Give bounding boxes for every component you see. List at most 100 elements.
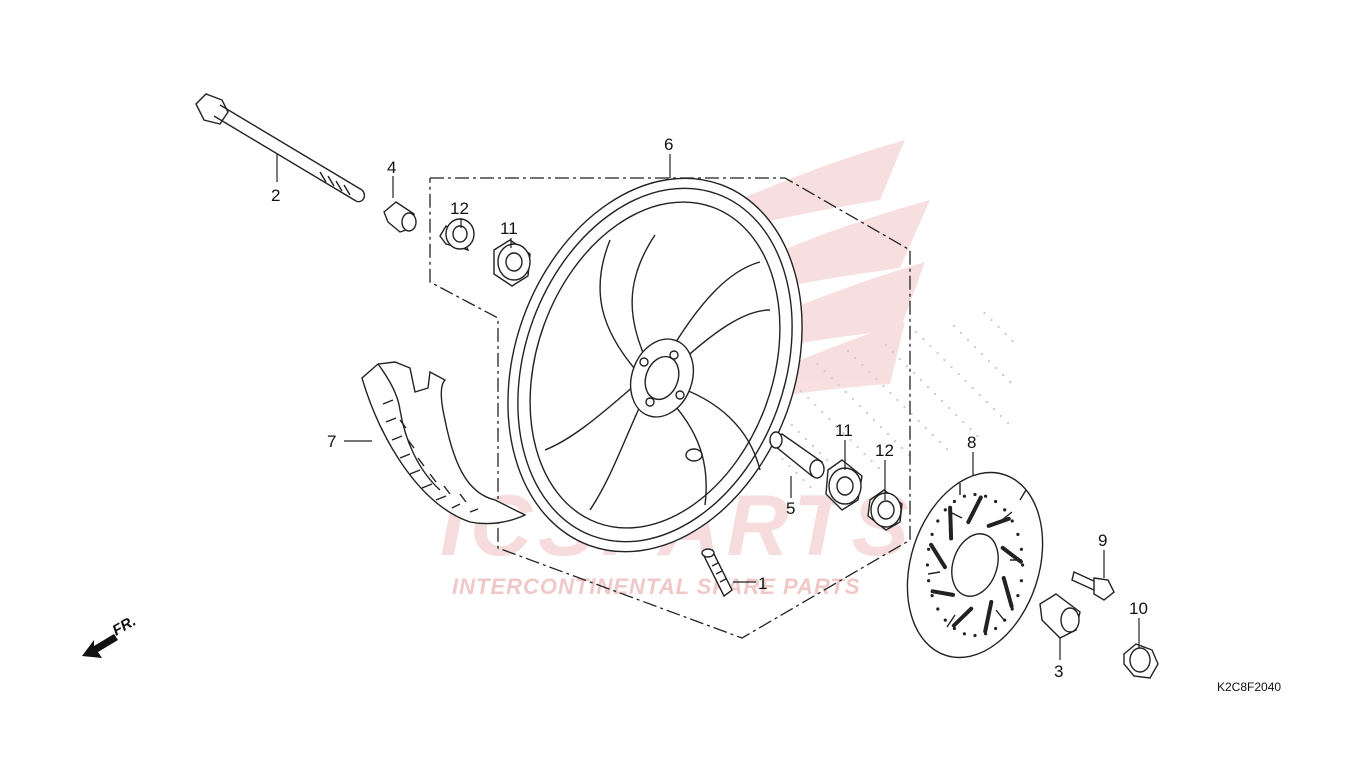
halftone-dot bbox=[821, 410, 824, 414]
halftone-dot bbox=[800, 389, 803, 393]
halftone-dot bbox=[912, 371, 916, 375]
tire bbox=[361, 361, 527, 525]
disc-slot bbox=[966, 495, 983, 525]
disc-hole bbox=[962, 494, 967, 498]
disc-slot bbox=[929, 542, 947, 570]
halftone-dot bbox=[816, 362, 819, 366]
callout-11-left: 11 bbox=[500, 219, 518, 238]
halftone-dot bbox=[964, 379, 967, 383]
halftone-dot bbox=[995, 366, 998, 370]
halftone-dot bbox=[872, 418, 876, 422]
halftone-dot bbox=[969, 427, 972, 431]
halftone-dot bbox=[978, 393, 981, 397]
callout-12-left: 12 bbox=[450, 199, 469, 218]
halftone-dot bbox=[955, 413, 958, 417]
disc-hole bbox=[1016, 532, 1020, 537]
halftone-dot bbox=[849, 438, 852, 442]
disc-hole bbox=[1019, 547, 1024, 551]
callout-6: 6 bbox=[664, 135, 673, 154]
watermark-subtitle: INTERCONTINENTAL SPARE PARTS bbox=[452, 574, 861, 599]
disc-bolt bbox=[1071, 571, 1115, 601]
disc-hole bbox=[936, 519, 940, 523]
halftone-dot bbox=[781, 457, 784, 461]
halftone-dot bbox=[905, 364, 909, 368]
halftone-dot bbox=[919, 378, 923, 382]
callout-2: 2 bbox=[271, 186, 280, 205]
halftone-dot bbox=[938, 440, 941, 444]
callout-5: 5 bbox=[786, 499, 795, 518]
halftone-dot bbox=[943, 358, 946, 362]
halftone-dot bbox=[934, 392, 937, 396]
callout-11-right: 11 bbox=[835, 421, 853, 440]
disc-hole bbox=[1003, 508, 1007, 512]
halftone-dot bbox=[851, 397, 855, 401]
halftone-dot bbox=[959, 331, 963, 335]
halftone-dot bbox=[999, 414, 1003, 418]
disc-slot bbox=[983, 600, 994, 634]
disc-hole bbox=[994, 499, 998, 504]
disc-hole bbox=[994, 626, 998, 631]
halftone-dot bbox=[842, 431, 845, 435]
disc-hole bbox=[984, 494, 988, 498]
halftone-dot bbox=[924, 426, 927, 430]
halftone-dot bbox=[903, 405, 906, 409]
front-direction-indicator: FR. bbox=[82, 613, 139, 658]
disc-hole bbox=[930, 532, 934, 537]
halftone-dot bbox=[990, 318, 993, 322]
halftone-dot bbox=[823, 369, 826, 373]
callout-8: 8 bbox=[967, 433, 976, 452]
halftone-dot bbox=[966, 338, 970, 342]
halftone-dot bbox=[807, 396, 810, 400]
side-collar bbox=[383, 201, 417, 233]
halftone-dot bbox=[830, 376, 833, 380]
halftone-dot bbox=[962, 420, 965, 424]
halftone-dot bbox=[795, 471, 798, 475]
disc-hole bbox=[973, 633, 977, 638]
halftone-dot bbox=[952, 324, 956, 328]
halftone-dot bbox=[936, 351, 939, 355]
halftone-dot bbox=[997, 325, 1000, 329]
halftone-dot bbox=[929, 344, 932, 348]
halftone-dot bbox=[887, 432, 890, 436]
halftone-dot bbox=[915, 330, 918, 334]
halftone-dot bbox=[931, 433, 934, 437]
halftone-dot bbox=[865, 411, 869, 415]
disc-hole bbox=[925, 563, 930, 567]
halftone-dot bbox=[858, 404, 862, 408]
halftone-dot bbox=[797, 430, 800, 434]
halftone-dot bbox=[790, 423, 793, 427]
halftone-dot bbox=[973, 345, 977, 349]
halftone-dot bbox=[988, 359, 991, 363]
tire-valve bbox=[701, 548, 733, 598]
halftone-dot bbox=[922, 337, 925, 341]
halftone-dot bbox=[983, 311, 986, 315]
disc-hole bbox=[927, 579, 931, 583]
callout-3: 3 bbox=[1054, 662, 1063, 681]
disc-slot bbox=[951, 606, 974, 628]
front-wheel bbox=[507, 177, 803, 553]
disc-hole bbox=[1010, 519, 1014, 523]
halftone-dot bbox=[1009, 380, 1012, 384]
disc-slot bbox=[1001, 576, 1014, 609]
disc-slot bbox=[930, 589, 955, 597]
halftone-dot bbox=[898, 357, 902, 361]
disc-hole bbox=[952, 499, 957, 504]
halftone-dot bbox=[811, 444, 815, 448]
halftone-dot bbox=[802, 478, 805, 482]
distance-collar bbox=[768, 431, 825, 479]
disc-hole bbox=[930, 594, 934, 598]
disc-hole bbox=[973, 492, 977, 497]
halftone-dot bbox=[926, 385, 930, 389]
halftone-dot bbox=[985, 400, 988, 404]
dust-seal-left bbox=[439, 218, 475, 252]
halftone-dot bbox=[950, 365, 953, 369]
disc-hole bbox=[1003, 618, 1007, 622]
callout-7: 7 bbox=[327, 432, 336, 451]
disc-hole bbox=[962, 632, 967, 636]
halftone-dot bbox=[870, 459, 873, 463]
halftone-dot bbox=[877, 466, 880, 470]
halftone-dot bbox=[825, 458, 829, 462]
disc-hole bbox=[943, 618, 947, 622]
assembly-outline bbox=[429, 177, 911, 639]
disc-slot bbox=[948, 505, 954, 541]
